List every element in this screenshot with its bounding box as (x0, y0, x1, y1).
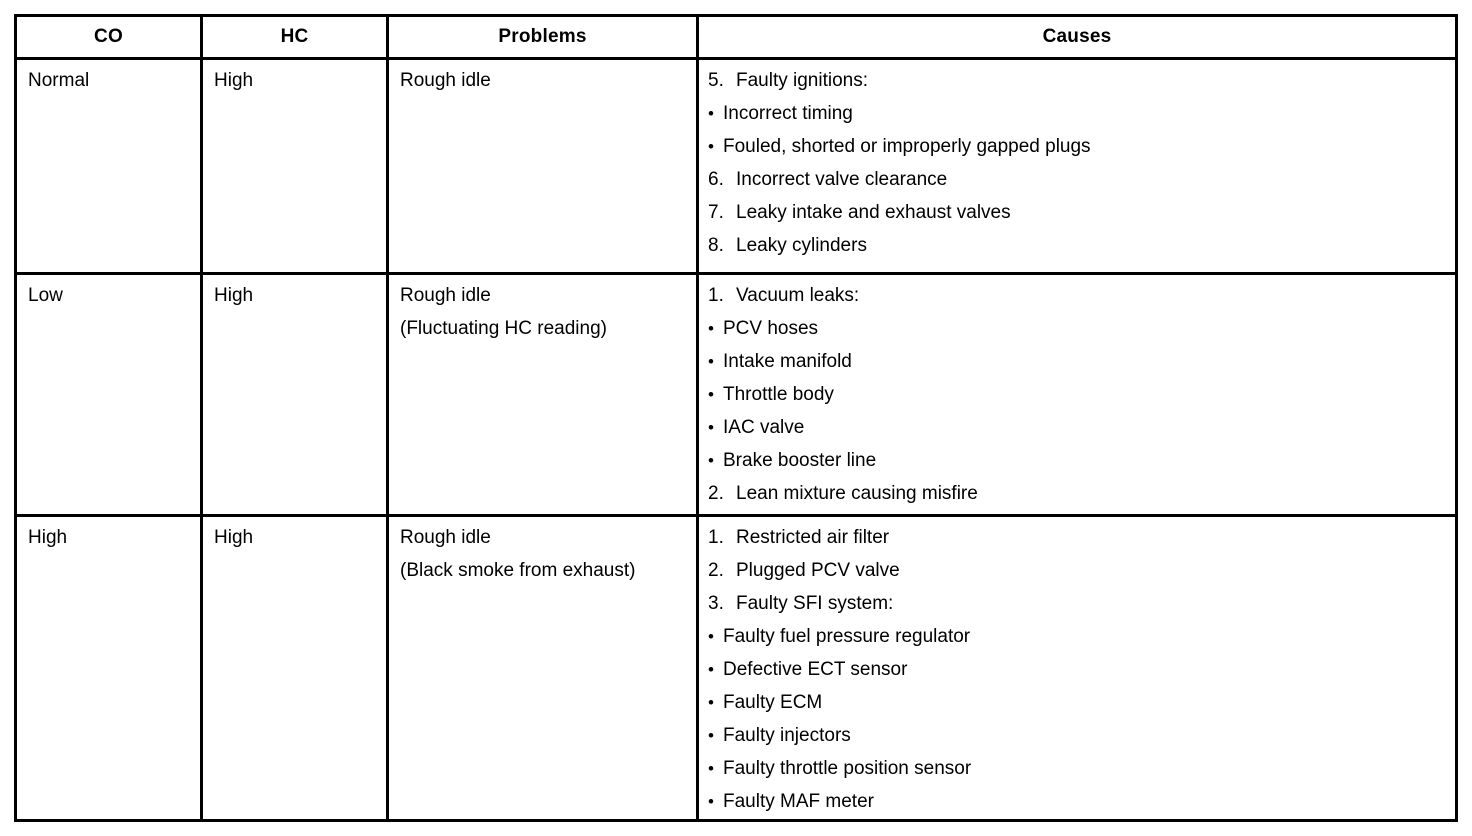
co-value: Low (17, 275, 203, 517)
cause-line: • Brake booster line (708, 444, 1447, 477)
column-header-co: CO (17, 17, 203, 60)
cause-text: Faulty fuel pressure regulator (723, 626, 971, 647)
bullet-icon: • (708, 792, 714, 811)
problem-line: Rough idle (400, 527, 491, 548)
cause-line: • Throttle body (708, 378, 1447, 411)
cause-line: • Fouled, shorted or improperly gapped pl… (708, 130, 1447, 163)
problems-cell: Rough idle (Fluctuating HC reading) (389, 275, 699, 517)
hc-text: High (214, 527, 254, 548)
item-number: 5. (708, 70, 724, 91)
cause-line: 5. Faulty ignitions: (708, 64, 1447, 97)
problem-line: Rough idle (400, 285, 491, 306)
bullet-icon: • (708, 451, 714, 470)
co-value: Normal (17, 60, 203, 275)
bullet-icon: • (708, 418, 714, 437)
cause-line: • Incorrect timing (708, 97, 1447, 130)
cause-text: Faulty ECM (723, 692, 823, 713)
bullet-icon: • (708, 385, 714, 404)
cause-text: Incorrect valve clearance (736, 169, 948, 190)
item-number: 8. (708, 235, 724, 256)
item-number: 3. (708, 593, 724, 614)
bullet-icon: • (708, 137, 714, 156)
cause-line: • Intake manifold (708, 345, 1447, 378)
co-value: High (17, 517, 203, 819)
cause-line: 8. Leaky cylinders (708, 229, 1447, 262)
cause-line: • Faulty fuel pressure regulator (708, 620, 1447, 653)
hc-text: High (214, 70, 254, 91)
column-header-problems: Problems (389, 17, 699, 60)
item-number: 1. (708, 527, 724, 548)
bullet-icon: • (708, 352, 714, 371)
item-number: 1. (708, 285, 724, 306)
item-number: 2. (708, 483, 724, 504)
column-header-hc: HC (203, 17, 389, 60)
cause-text: Lean mixture causing misfire (736, 483, 978, 504)
cause-text: IAC valve (723, 417, 805, 438)
hc-value: High (203, 275, 389, 517)
problem-line: (Black smoke from exhaust) (400, 560, 636, 581)
cause-text: Vacuum leaks: (736, 285, 860, 306)
cause-text: Faulty SFI system: (736, 593, 894, 614)
cause-line: • Faulty ECM (708, 686, 1447, 719)
bullet-icon: • (708, 693, 714, 712)
hc-text: High (214, 285, 254, 306)
bullet-icon: • (708, 627, 714, 646)
bullet-icon: • (708, 104, 714, 123)
cause-line: 3. Faulty SFI system: (708, 587, 1447, 620)
cause-line: 2. Lean mixture causing misfire (708, 477, 1447, 510)
cause-line: • IAC valve (708, 411, 1447, 444)
cause-line: 6. Incorrect valve clearance (708, 163, 1447, 196)
cause-line: • PCV hoses (708, 312, 1447, 345)
cause-text: Faulty injectors (723, 725, 851, 746)
cause-text: Faulty throttle position sensor (723, 758, 972, 779)
cause-text: Leaky intake and exhaust valves (736, 202, 1011, 223)
bullet-icon: • (708, 660, 714, 679)
co-text: Normal (28, 70, 90, 91)
cause-text: Faulty ignitions: (736, 70, 869, 91)
cause-text: PCV hoses (723, 318, 819, 339)
column-header-causes: Causes (699, 17, 1455, 60)
cause-line: • Faulty MAF meter (708, 785, 1447, 818)
cause-text: Fouled, shorted or improperly gapped plu… (723, 136, 1091, 157)
co-text: High (28, 527, 68, 548)
cause-text: Throttle body (723, 384, 834, 405)
causes-cell: 5. Faulty ignitions: • Incorrect timing • Fou… (699, 60, 1455, 275)
cause-text: Leaky cylinders (736, 235, 867, 256)
problems-cell: Rough idle (389, 60, 699, 275)
cause-text: Restricted air filter (736, 527, 890, 548)
hc-value: High (203, 60, 389, 275)
cause-text: Faulty MAF meter (723, 791, 874, 812)
cause-text: Intake manifold (723, 351, 852, 372)
cause-line: • Faulty throttle position sensor (708, 752, 1447, 785)
item-number: 2. (708, 560, 724, 581)
problem-line: Rough idle (400, 70, 491, 91)
co-text: Low (28, 285, 63, 306)
cause-text: Brake booster line (723, 450, 877, 471)
bullet-icon: • (708, 759, 714, 778)
cause-line: 7. Leaky intake and exhaust valves (708, 196, 1447, 229)
causes-cell: 1. Restricted air filter 2. Plugged PCV val… (699, 517, 1455, 819)
item-number: 7. (708, 202, 724, 223)
bullet-icon: • (708, 726, 714, 745)
cause-line: 1. Vacuum leaks: (708, 279, 1447, 312)
cause-text: Plugged PCV valve (736, 560, 900, 581)
cause-line: 1. Restricted air filter (708, 521, 1447, 554)
hc-value: High (203, 517, 389, 819)
cause-line: • Defective ECT sensor (708, 653, 1447, 686)
cause-line: 2. Plugged PCV valve (708, 554, 1447, 587)
emission-diagnosis-table: CO HC Problems Causes Normal High Rough … (14, 14, 1458, 822)
bullet-icon: • (708, 319, 714, 338)
problem-line: (Fluctuating HC reading) (400, 318, 607, 339)
cause-line: • Faulty injectors (708, 719, 1447, 752)
problems-cell: Rough idle (Black smoke from exhaust) (389, 517, 699, 819)
item-number: 6. (708, 169, 724, 190)
cause-text: Incorrect timing (723, 103, 853, 124)
causes-cell: 1. Vacuum leaks: • PCV hoses • Intake manifol… (699, 275, 1455, 517)
cause-text: Defective ECT sensor (723, 659, 908, 680)
